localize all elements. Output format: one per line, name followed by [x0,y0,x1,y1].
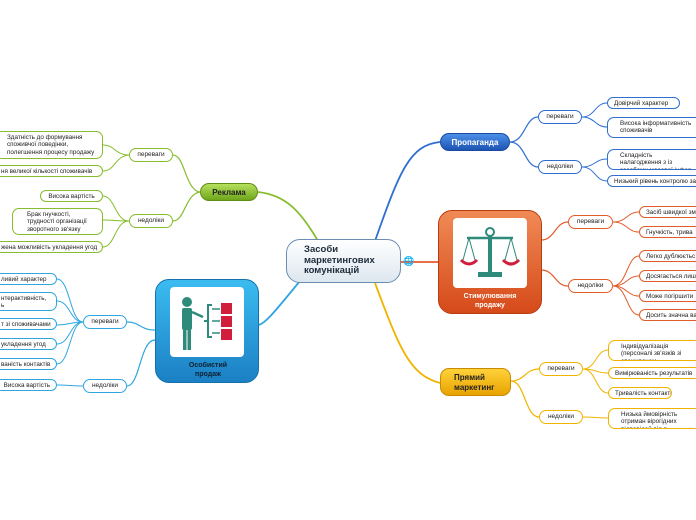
priamyi-pro-item[interactable]: Індивідуалізація (персоналі зв'язків зі … [608,340,696,361]
priamyi-con-item[interactable]: Низька ймовірність отриман вірогідних ві… [608,408,696,429]
osobystyi-pros-label[interactable]: переваги [83,315,127,329]
stymuliuvannia-cons-label[interactable]: недоліки [568,279,613,293]
stymuliuvannia-con-item[interactable]: Досить значна ва [639,309,696,321]
topic-propaganda[interactable]: Пропаганда [440,133,510,151]
central-title-line2: маркетингових [304,254,375,266]
stymuliuvannia-con-item[interactable]: Досягається лише [639,270,696,282]
priamyi-pros-label[interactable]: переваги [539,362,583,376]
salesman-presentation-icon [170,287,244,357]
reklama-cons-label[interactable]: недоліки [129,214,173,228]
reklama-pros-label[interactable]: переваги [129,148,173,162]
stymuliuvannia-con-item[interactable]: Легко дублюєтьс [639,250,696,262]
stymuliuvannia-pros-label[interactable]: переваги [568,215,613,229]
reklama-con-item[interactable]: жена можливість укладення угод [0,241,103,253]
propaganda-con-item[interactable]: Складність налагодження з із засобами ма… [607,149,696,170]
stymuliuvannia-pro-item[interactable]: Гнучкість, трива [639,226,696,238]
topic-stymuliuvannia-prodazhu[interactable]: Стимулювання продажу [438,210,542,314]
propaganda-con-item[interactable]: Низький рівень контролю за [607,175,696,187]
reklama-con-item[interactable]: Брак гнучкості, трудності організації зв… [12,208,103,235]
osobystyi-cons-label[interactable]: недоліки [83,379,127,393]
propaganda-pros-label[interactable]: переваги [538,110,582,124]
topic-osobystyi-prodazh[interactable]: Особистий продаж [155,279,259,383]
osobystyi-pro-item[interactable]: нтерактивність, ь [0,292,57,311]
osobystyi-pro-item[interactable]: ливий характер [0,273,57,285]
priamyi-cons-label[interactable]: недоліки [539,410,583,424]
propaganda-pro-item[interactable]: Висока інформативність споживачів [607,117,696,138]
central-title-line1: Засоби [304,244,339,255]
topic-priamyi-marketynh[interactable]: Прямий маркетинг [440,368,511,396]
reklama-pro-item[interactable]: Здатність до формування споживчої поведі… [0,131,103,159]
osobystyi-title: Особистий продаж [188,362,228,378]
propaganda-cons-label[interactable]: недоліки [538,160,582,174]
osobystyi-pro-item[interactable]: укладення угод [0,338,57,350]
priamyi-pro-item[interactable]: Вимірюваність результатів [608,367,696,379]
reklama-pro-item[interactable]: ня великої кількості споживачів [0,165,103,177]
central-topic[interactable]: Засоби маркетингових комунікацій [286,239,401,283]
osobystyi-pro-item[interactable]: ваність контактів [0,358,57,370]
central-title-line3: комунікацій [304,265,360,276]
globe-link-icon[interactable]: 🌐 [403,256,415,266]
stymuliuvannia-pro-item[interactable]: Засіб швидкої зм [639,206,696,218]
topic-reklama[interactable]: Реклама [200,183,258,201]
propaganda-pro-item[interactable]: Довірчий характер [607,97,680,109]
stymuliuvannia-con-item[interactable]: Може погіршити [639,290,696,302]
scales-balance-icon [453,218,527,288]
stymuliuvannia-title: Стимулювання продажу [463,293,517,309]
osobystyi-con-item[interactable]: Висока вартість [0,379,57,391]
reklama-con-item[interactable]: Висока вартість [40,190,103,202]
osobystyi-pro-item[interactable]: т зі споживачами [0,318,57,330]
priamyi-pro-item[interactable]: Тривалість контактів [608,387,672,399]
